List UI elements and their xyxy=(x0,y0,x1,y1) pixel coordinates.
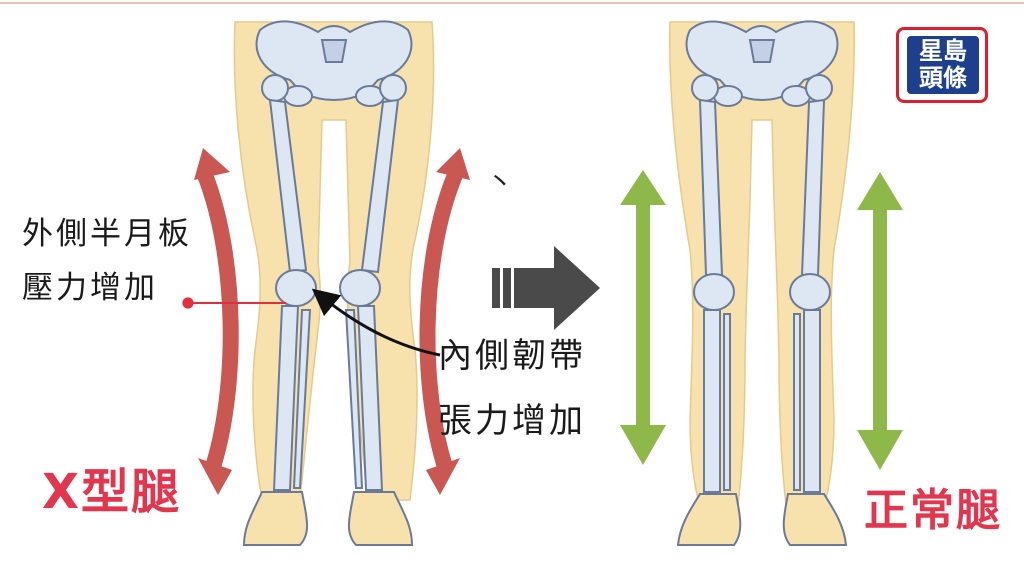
normal-leg-tibias xyxy=(703,309,821,493)
x-leg-left-red-arrow-head-bottom xyxy=(198,458,232,495)
logo-line2: 頭條 xyxy=(919,64,967,92)
x-leg-right-red-arrow-head-bottom xyxy=(426,458,460,495)
x-leg-tibias xyxy=(272,305,384,491)
medial-ligament-label-line2: 張力增加 xyxy=(438,401,586,441)
medial-ligament-label-line1: 內側韌帶 xyxy=(438,336,586,376)
normal-leg-pelvis xyxy=(685,20,839,107)
x-leg-feet xyxy=(242,491,414,546)
x-leg-right-red-arrow-head-top xyxy=(436,148,470,180)
x-leg-pelvis xyxy=(255,20,413,107)
stray-tick-mark: 丶 xyxy=(487,168,514,198)
publisher-logo-text: 星島 頭條 xyxy=(907,36,979,94)
normal-leg-left-green-arrow xyxy=(620,170,666,465)
normal-leg-right-green-arrow xyxy=(857,172,903,470)
normal-leg-feet xyxy=(676,493,848,546)
right-arrow-icon xyxy=(492,246,600,330)
lateral-meniscus-label-line1: 外側半月板 xyxy=(22,216,192,252)
normal-leg-femurs xyxy=(691,74,833,276)
normal-leg-knees xyxy=(693,273,831,311)
logo-line1: 星島 xyxy=(919,37,967,65)
medial-ligament-pointer xyxy=(311,288,441,357)
normal-leg-title: 正常腿 xyxy=(864,485,1002,536)
publisher-logo: 星島 頭條 xyxy=(896,27,988,103)
x-leg-femurs xyxy=(261,74,407,274)
x-leg-left-red-arrow xyxy=(197,172,239,473)
x-leg-left-red-arrow-head-top xyxy=(194,148,230,180)
x-leg-right-red-arrow xyxy=(419,171,463,473)
x-leg-title: X型腿 xyxy=(42,464,182,520)
normal-leg-figure xyxy=(620,20,903,546)
x-leg-figure xyxy=(182,20,470,546)
lateral-meniscus-label-line2: 壓力增加 xyxy=(22,270,158,306)
